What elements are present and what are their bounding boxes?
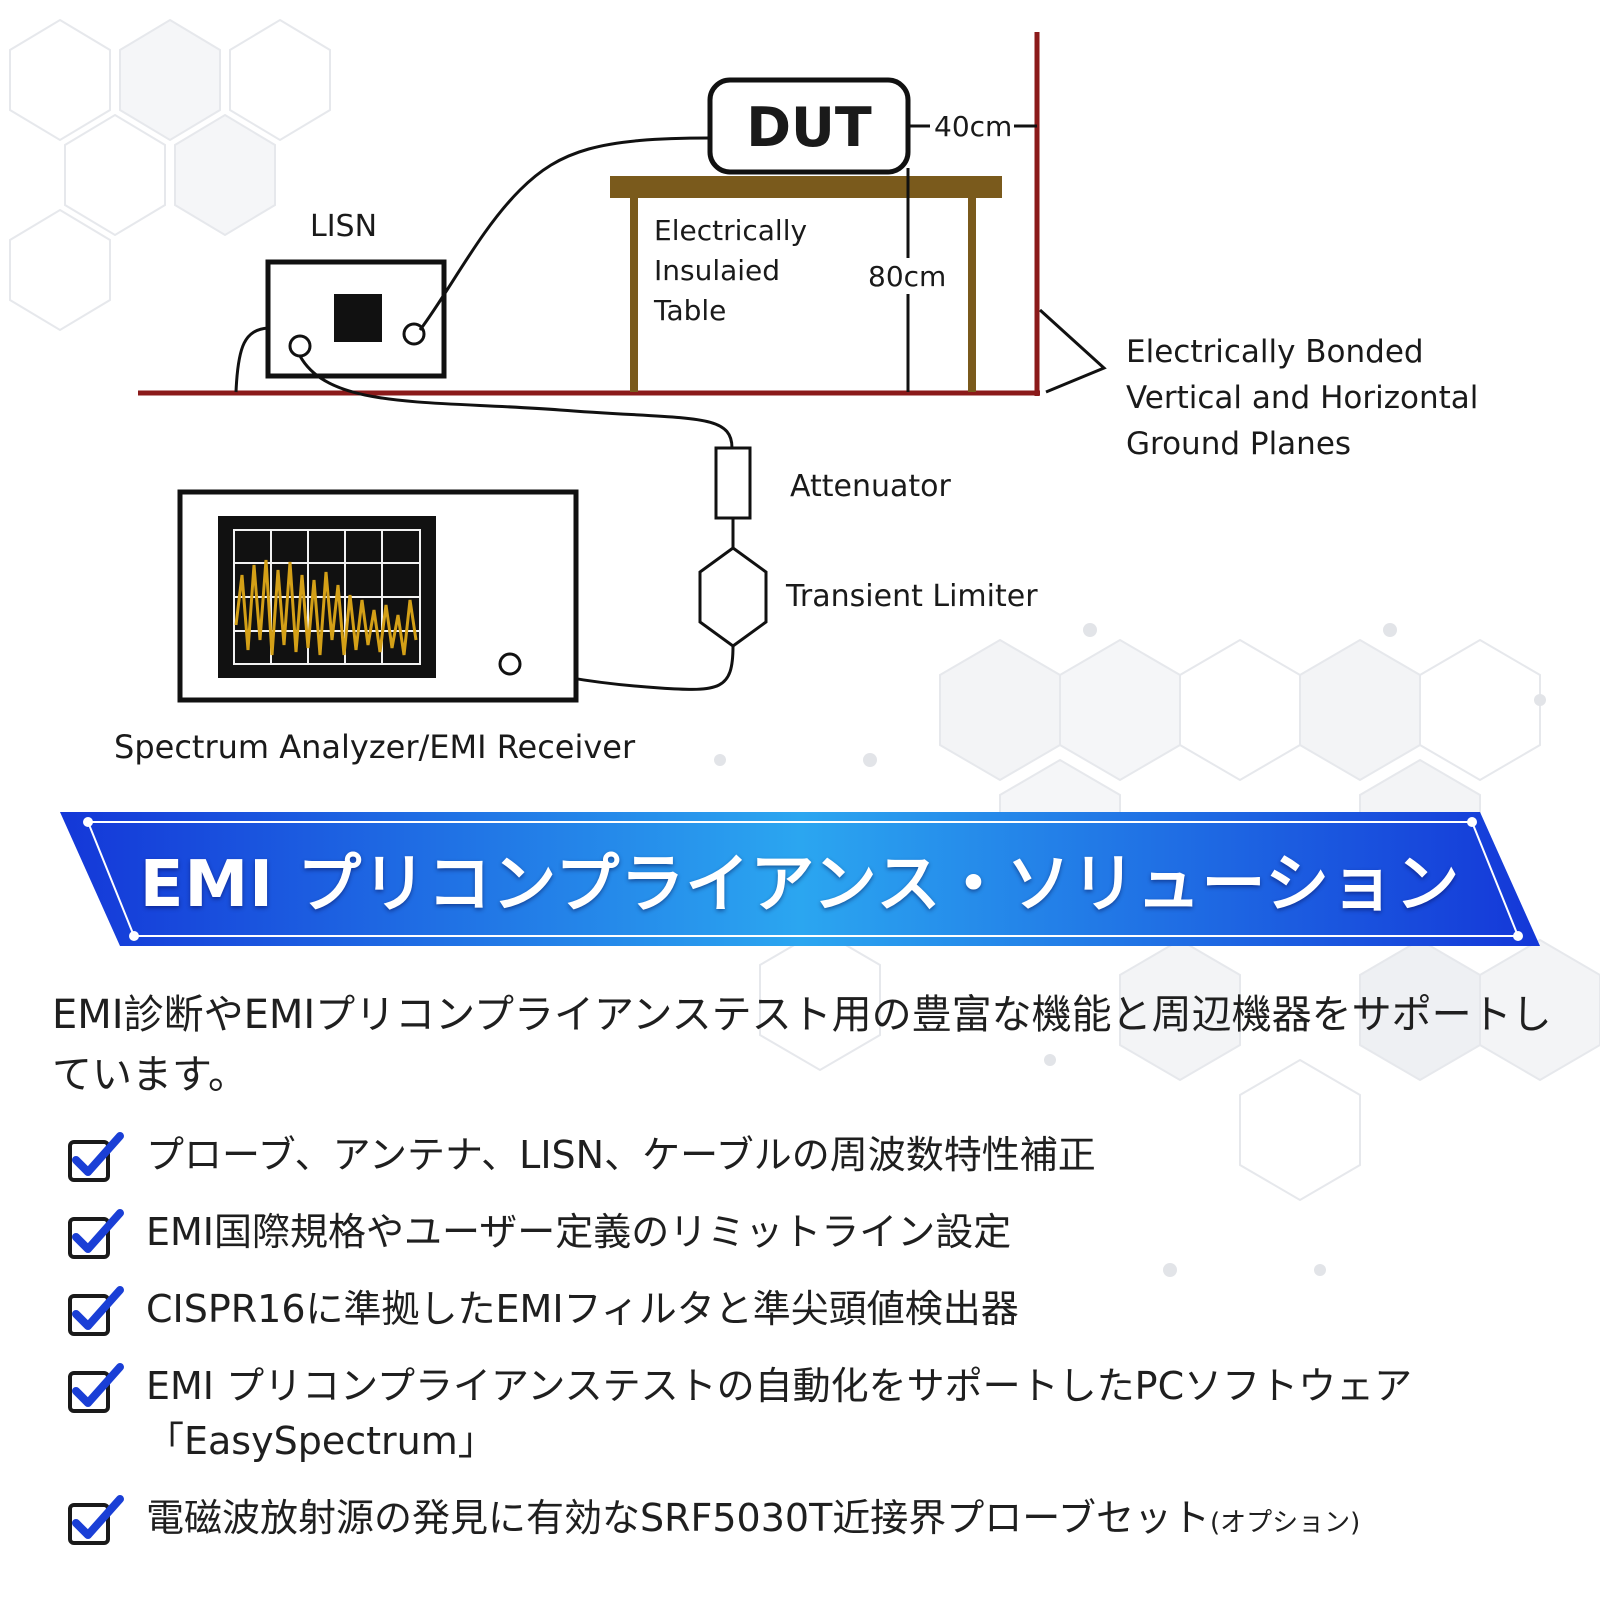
feature-list: プローブ、アンテナ、LISN、ケーブルの周波数特性補正 EMI国際規格やユーザー… (66, 1128, 1566, 1551)
feature-text: EMI国際規格やユーザー定義のリミットライン設定 (146, 1210, 1012, 1254)
lisn-power-cable (234, 326, 269, 393)
ground-label-line-1: Electrically Bonded (1126, 334, 1424, 370)
feature-note: (オプション) (1210, 1508, 1361, 1538)
table-label-line-1: Electrically (654, 214, 807, 247)
table-label-line-3: Table (653, 294, 726, 327)
feature-item: プローブ、アンテナ、LISN、ケーブルの周波数特性補正 (66, 1128, 1566, 1183)
limiter-label: Transient Limiter (785, 579, 1038, 614)
checkbox-check-icon (68, 1495, 124, 1545)
lisn-label: LISN (310, 209, 377, 244)
ground-label-line-3: Ground Planes (1126, 426, 1351, 462)
feature-text: 電磁波放射源の発見に有効なSRF5030T近接界プローブセット (146, 1496, 1211, 1540)
feature-item: CISPR16に準拠したEMIフィルタと準尖頭値検出器 (66, 1282, 1566, 1337)
feature-text: EMI プリコンプライアンステストの自動化をサポートしたPCソフトウェア「Eas… (146, 1364, 1413, 1463)
table-height-label: 80cm (868, 260, 946, 293)
ground-plane-callout (1038, 308, 1107, 394)
transient-limiter (698, 546, 768, 648)
dut-to-lisn-cable (418, 136, 711, 331)
feature-text: CISPR16に準拠したEMIフィルタと準尖頭値検出器 (146, 1287, 1019, 1331)
title-banner (60, 812, 1540, 946)
distance-label: 40cm (934, 110, 1012, 143)
checkbox-check-icon (68, 1209, 124, 1259)
feature-item: EMI国際規格やユーザー定義のリミットライン設定 (66, 1205, 1566, 1260)
feature-item: EMI プリコンプライアンステストの自動化をサポートしたPCソフトウェア「Eas… (66, 1359, 1566, 1469)
ground-label-line-2: Vertical and Horizontal (1126, 380, 1478, 416)
insulated-table (610, 176, 1002, 392)
banner-title: EMI プリコンプライアンス・ソリューション (139, 848, 1461, 922)
checkbox-check-icon (68, 1132, 124, 1182)
feature-item: 電磁波放射源の発見に有効なSRF5030T近接界プローブセット(オプション) (66, 1491, 1566, 1551)
attenuator-label: Attenuator (790, 469, 952, 504)
attenuator-box (714, 446, 752, 520)
dut-label: DUT (746, 96, 872, 159)
feature-text: プローブ、アンテナ、LISN、ケーブルの周波数特性補正 (146, 1133, 1096, 1177)
analyzer-label: Spectrum Analyzer/EMI Receiver (114, 728, 636, 766)
emi-test-setup-diagram: Electrically Insulaied Table 80cm DUT 40… (114, 32, 1478, 766)
table-label-line-2: Insulaied (654, 254, 780, 287)
checkbox-check-icon (68, 1286, 124, 1336)
analyzer-waveform (234, 559, 418, 656)
intro-text: EMI診断やEMIプリコンプライアンステスト用の豊富な機能と周辺機器をサポートし… (52, 992, 1552, 1098)
lisn-to-attenuator-cable (298, 355, 734, 449)
checkbox-check-icon (68, 1363, 124, 1413)
